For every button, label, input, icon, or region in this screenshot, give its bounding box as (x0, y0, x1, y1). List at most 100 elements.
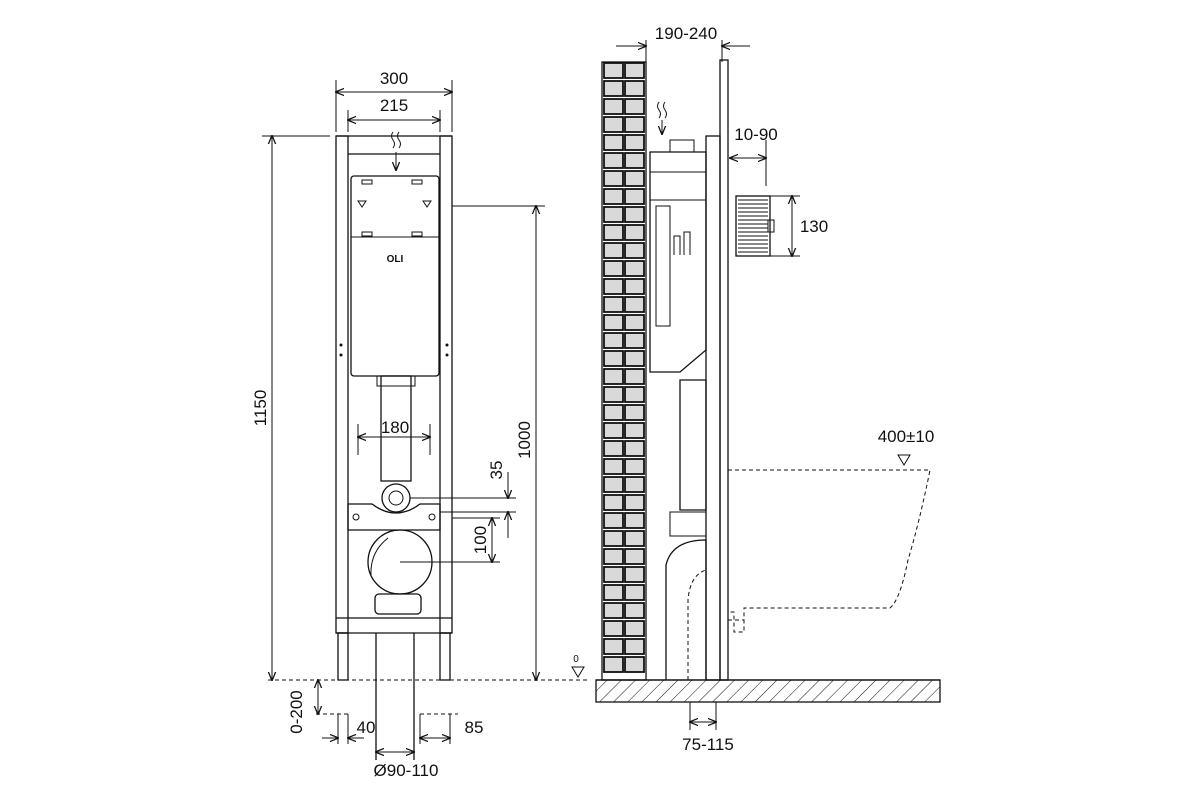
brick (624, 404, 645, 421)
dim-outlet-height: 100 (471, 526, 490, 554)
foot-left (337, 632, 349, 681)
brick (624, 134, 645, 151)
frame-left-upright (335, 135, 349, 634)
brick (603, 260, 624, 277)
brick (624, 152, 645, 169)
brick (624, 116, 645, 133)
brick (624, 296, 645, 313)
mounting-bracket (347, 503, 441, 531)
side-water-inlet-icon (657, 101, 667, 134)
brick (603, 278, 624, 295)
toilet-bowl-outline (728, 469, 931, 633)
dim-flush-height: 1000 (515, 421, 534, 459)
brick (624, 224, 645, 241)
brick (603, 152, 624, 169)
brick (603, 350, 624, 367)
dim-bolt-spacing: 180 (381, 418, 409, 437)
brick (624, 278, 645, 295)
brick (624, 530, 645, 547)
side-flush-pipe (679, 379, 707, 511)
brick (624, 170, 645, 187)
brick (624, 620, 645, 637)
brick (603, 170, 624, 187)
brick (603, 548, 624, 565)
brick (624, 368, 645, 385)
brick (624, 458, 645, 475)
brick (624, 350, 645, 367)
brick (603, 620, 624, 637)
foot-right (439, 632, 451, 681)
brick (624, 98, 645, 115)
dim-total-width: 300 (380, 69, 408, 88)
cover-panel (719, 59, 729, 681)
side-view: 0 190-240 10-90 130 400±10 75-115 (571, 24, 941, 754)
brick (624, 386, 645, 403)
dim-wall-depth: 190-240 (655, 24, 717, 43)
svg-text:0: 0 (573, 654, 579, 665)
brick (603, 602, 624, 619)
brick (624, 314, 645, 331)
frame-right-upright (439, 135, 453, 634)
dim-foot-adjust: 0-200 (287, 690, 306, 733)
dim-foot-left: 40 (357, 718, 376, 737)
dim-total-height: 1150 (251, 390, 270, 427)
brick (603, 386, 624, 403)
brick (603, 566, 624, 583)
brick (603, 296, 624, 313)
brick (603, 440, 624, 457)
dim-inlet-height: 130 (800, 217, 828, 236)
floor-slab (595, 679, 941, 703)
dim-inner-width: 215 (380, 96, 408, 115)
brick (603, 62, 624, 79)
brick (603, 332, 624, 349)
brick (603, 638, 624, 655)
dim-drain-offset: 75-115 (682, 735, 734, 754)
tank-logo: OLI (387, 254, 404, 265)
brick (603, 206, 624, 223)
brick (624, 206, 645, 223)
brick (603, 314, 624, 331)
brick (624, 422, 645, 439)
brick (624, 332, 645, 349)
floor-level-marker: 0 (571, 654, 585, 678)
brick (603, 584, 624, 601)
front-view: OLI (251, 69, 590, 780)
brick (603, 98, 624, 115)
brick (624, 242, 645, 259)
brick (603, 80, 624, 97)
brick (603, 242, 624, 259)
brick (603, 404, 624, 421)
brick-wall (603, 62, 645, 673)
brick (624, 476, 645, 493)
brick (624, 440, 645, 457)
dim-foot-right: 85 (465, 718, 484, 737)
drain-elbow (374, 593, 422, 615)
inlet-connector (381, 483, 411, 513)
brick (624, 548, 645, 565)
brick (603, 476, 624, 493)
dim-drain-diameter: Ø90-110 (374, 761, 439, 780)
brick (624, 602, 645, 619)
brick (624, 566, 645, 583)
brick (603, 422, 624, 439)
brick (603, 368, 624, 385)
brick (603, 134, 624, 151)
brick (603, 458, 624, 475)
brick (624, 260, 645, 277)
brick (603, 530, 624, 547)
brick (624, 62, 645, 79)
dim-seat-height: 400±10 (878, 427, 935, 446)
brick (624, 188, 645, 205)
brick (603, 188, 624, 205)
brick (624, 494, 645, 511)
brick (624, 584, 645, 601)
brick (603, 116, 624, 133)
water-inlet-icon (391, 131, 401, 170)
brick (624, 512, 645, 529)
brick (603, 656, 624, 673)
dim-panel-offset: 10-90 (734, 125, 777, 144)
brick (624, 80, 645, 97)
actuator-plate (735, 195, 771, 257)
brick (603, 224, 624, 241)
